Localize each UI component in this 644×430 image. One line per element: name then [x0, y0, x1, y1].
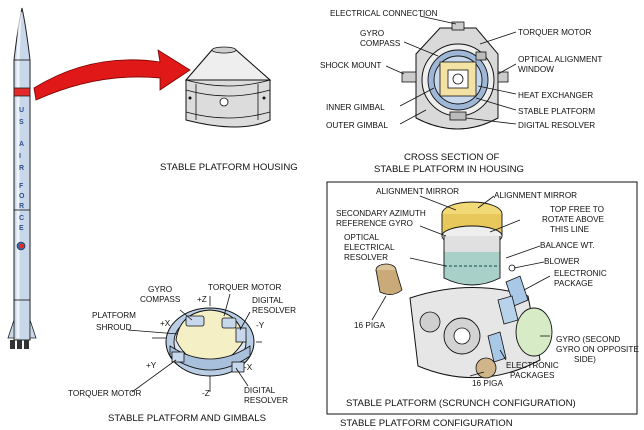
- gimbals-label-minus-x: -X: [244, 363, 253, 372]
- scrunch-label-top-free-3: THIS LINE: [550, 225, 590, 234]
- label-inner-gimbal: INNER GIMBAL: [326, 103, 385, 112]
- label-electrical-connection: ELECTRICAL CONNECTION: [330, 9, 438, 18]
- scrunch-label-electrical: ELECTRICAL: [344, 243, 395, 252]
- gimbals-label-minus-z: -Z: [202, 389, 210, 398]
- label-gyro: GYRO: [360, 29, 384, 38]
- svg-text:R: R: [19, 165, 24, 172]
- scrunch-label-gyro-second-2: GYRO ON OPPOSITE: [556, 345, 639, 354]
- housing-drawing: [184, 46, 272, 128]
- label-digital-resolver: DIGITAL RESOLVER: [518, 121, 595, 130]
- configuration-caption: STABLE PLATFORM CONFIGURATION: [340, 418, 513, 429]
- gimbals-label-resolver-top: RESOLVER: [252, 306, 296, 315]
- scrunch-label-resolver: RESOLVER: [344, 253, 388, 262]
- svg-text:F: F: [19, 183, 24, 190]
- label-torquer-motor: TORQUER MOTOR: [518, 28, 591, 37]
- gimbals-leaders: [127, 293, 251, 393]
- scrunch-label-blower: BLOWER: [544, 257, 580, 266]
- housing-caption: STABLE PLATFORM HOUSING: [160, 162, 298, 173]
- gimbals-label-torquer-motor-top: TORQUER MOTOR: [208, 283, 281, 292]
- gimbals-label-plus-z: +Z: [197, 295, 207, 304]
- scrunch-label-top-free-1: TOP FREE TO: [550, 205, 604, 214]
- scrunch-label-secondary-azimuth: SECONDARY AZIMUTH: [336, 209, 426, 218]
- scrunch-label-gyro-second-3: SIDE): [574, 355, 596, 364]
- gimbals-label-torquer-motor-bottom: TORQUER MOTOR: [68, 389, 141, 398]
- gimbals-label-shroud: SHROUD: [96, 323, 132, 332]
- scrunch-label-packages: PACKAGES: [510, 371, 555, 380]
- red-arrow: [33, 49, 191, 101]
- label-window: WINDOW: [518, 65, 554, 74]
- scrunch-label-electronic-2: ELECTRONIC: [506, 361, 559, 370]
- scrunch-label-16-piga-left: 16 PIGA: [354, 321, 385, 330]
- scrunch-label-16-piga-bottom: 16 PIGA: [472, 379, 503, 388]
- label-outer-gimbal: OUTER GIMBAL: [326, 121, 388, 130]
- gimbals-label-plus-x: +X: [160, 319, 171, 328]
- gimbals-label-digital-top: DIGITAL: [252, 296, 284, 305]
- scrunch-label-alignment-mirror-right: ALIGNMENT MIRROR: [494, 191, 577, 200]
- scrunch-label-top-free-2: ROTATE ABOVE: [542, 215, 605, 224]
- label-optical-alignment: OPTICAL ALIGNMENT: [518, 55, 602, 64]
- scrunch-label-gyro-second-1: GYRO (SECOND: [556, 335, 620, 344]
- gimbals-label-compass: COMPASS: [140, 295, 181, 304]
- cross-section-leaders: [385, 15, 517, 125]
- gimbals-label-resolver-bottom: RESOLVER: [244, 396, 288, 405]
- scrunch-leaders: [371, 195, 551, 377]
- label-compass: COMPASS: [360, 39, 401, 48]
- scrunch-inner-caption: STABLE PLATFORM (SCRUNCH CONFIGURATION): [346, 398, 576, 409]
- scrunch-drawing: [375, 201, 553, 379]
- svg-text:C: C: [19, 215, 24, 222]
- gimbals-drawing: [152, 296, 262, 392]
- svg-text:S: S: [19, 119, 24, 126]
- gimbals-caption: STABLE PLATFORM AND GIMBALS: [108, 413, 266, 424]
- svg-text:R: R: [19, 203, 24, 210]
- svg-text:I: I: [19, 153, 21, 160]
- gimbals-label-plus-y: +Y: [146, 361, 157, 370]
- svg-text:U: U: [19, 107, 24, 114]
- scrunch-label-electronic: ELECTRONIC: [554, 269, 607, 278]
- gimbals-label-gyro: GYRO: [148, 285, 172, 294]
- cross-section-drawing: [401, 21, 509, 130]
- gimbals-label-platform: PLATFORM: [92, 311, 136, 320]
- label-stable-platform: STABLE PLATFORM: [518, 107, 595, 116]
- scrunch-label-reference-gyro: REFERENCE GYRO: [336, 219, 413, 228]
- cross-section-caption-line1: CROSS SECTION OF: [404, 152, 500, 163]
- scrunch-label-alignment-mirror-left: ALIGNMENT MIRROR: [376, 187, 459, 196]
- scrunch-label-package: PACKAGE: [554, 279, 594, 288]
- gimbals-label-digital-bottom: DIGITAL: [244, 386, 276, 395]
- svg-text:O: O: [19, 193, 25, 200]
- scrunch-label-balance-wt: BALANCE WT.: [540, 241, 595, 250]
- svg-text:A: A: [19, 141, 24, 148]
- configuration-frame: [326, 181, 638, 415]
- gimbals-label-minus-y: -Y: [256, 321, 265, 330]
- scrunch-label-optical: OPTICAL: [344, 233, 379, 242]
- svg-text:E: E: [19, 225, 24, 232]
- label-heat-exchanger: HEAT EXCHANGER: [518, 91, 593, 100]
- rocket: U S A I R F O R C E: [7, 7, 37, 349]
- cross-section-caption-line2: STABLE PLATFORM IN HOUSING: [374, 164, 524, 175]
- rocket-lettering: U S A I R F O R C E: [19, 107, 25, 232]
- label-shock-mount: SHOCK MOUNT: [320, 61, 381, 70]
